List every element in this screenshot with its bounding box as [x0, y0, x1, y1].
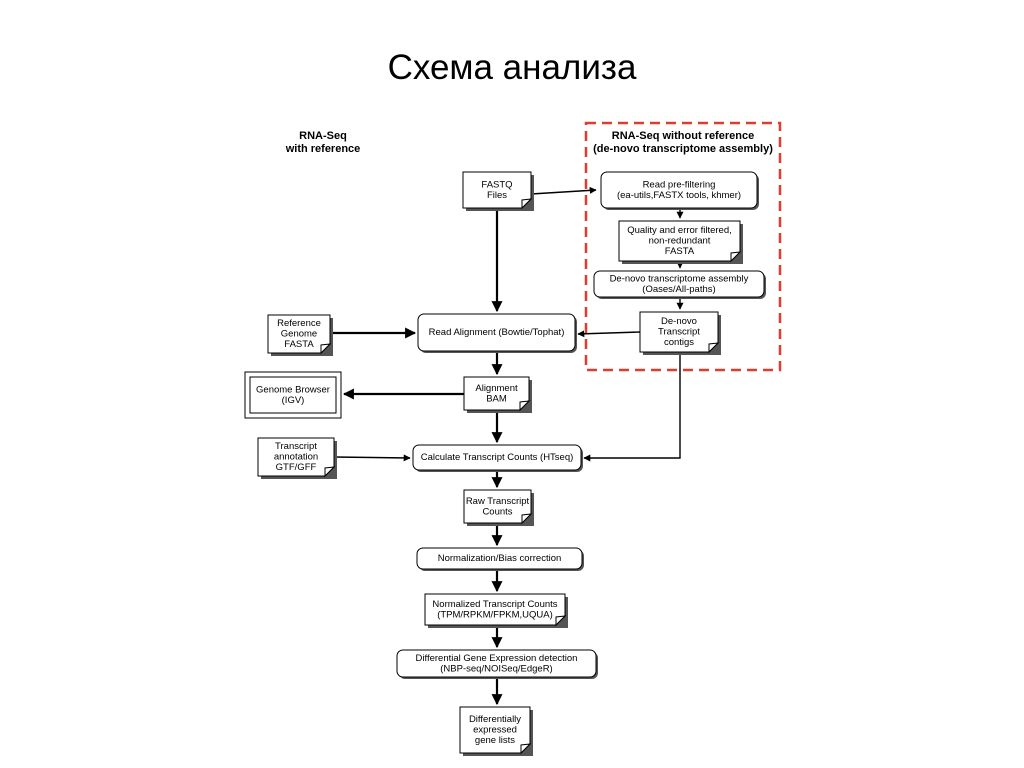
- node-label-line: (ea-utils,FASTX tools, khmer): [617, 190, 741, 201]
- node-label-line: Transcript: [275, 441, 317, 452]
- normalization-node: Normalization/Bias correction: [416, 547, 584, 571]
- flow-arrow: [530, 186, 597, 195]
- node-label-line: Counts: [482, 506, 512, 517]
- node-label-line: Genome Browser: [256, 384, 330, 395]
- node-label-line: De-novo transcriptome assembly: [610, 273, 749, 284]
- node-label-line: (NBP-seq/NOISeq/EdgeR): [440, 663, 552, 674]
- node-label-line: GTF/GFF: [276, 462, 317, 473]
- calculate-counts-node: Calculate Transcript Counts (HTseq): [412, 444, 583, 472]
- process-shape: [600, 171, 758, 209]
- node-label-line: BAM: [486, 393, 507, 404]
- page-fold: [519, 400, 531, 412]
- page-fold: [708, 342, 720, 354]
- page-fold: [324, 466, 336, 478]
- page-fold: [320, 343, 332, 355]
- node-label-line: expressed: [473, 725, 517, 736]
- genome-browser-node: Genome Browser(IGV): [244, 371, 342, 419]
- normalized-counts-node: Normalized Transcript Counts(TPM/RPKM/FP…: [424, 593, 568, 628]
- denovo-assembly-node: De-novo transcriptome assembly(Oases/All…: [593, 270, 766, 299]
- node-label-line: FASTA: [284, 339, 314, 350]
- node-label-line: gene lists: [475, 735, 515, 746]
- node-label-line: (Oases/All-paths): [642, 284, 715, 295]
- node-label-line: Quality and error filtered,: [627, 225, 732, 236]
- node-label-line: Read pre-filtering: [643, 179, 716, 190]
- process-shape: [396, 649, 597, 678]
- node-label-line: Genome: [281, 329, 317, 340]
- page-fold: [730, 251, 742, 263]
- without-reference-region: [584, 121, 782, 372]
- quality-filtered-node: Quality and error filtered,non-redundant…: [618, 220, 743, 264]
- page-fold: [521, 198, 533, 210]
- node-label-line: Read Alignment (Bowtie/Tophat): [429, 327, 565, 338]
- flow-arrow: [577, 330, 641, 338]
- without-reference-label: RNA-Seq without reference: [612, 130, 754, 142]
- node-label-line: Differential Gene Expression detection: [416, 653, 578, 664]
- process-shape: [593, 270, 765, 298]
- node-label-line: Differentially: [469, 714, 521, 725]
- without-reference-label: (de-novo transcriptome assembly): [593, 143, 773, 155]
- process-shape: [417, 313, 576, 352]
- node-label-line: Transcript: [658, 327, 700, 338]
- node-label-line: Reference: [277, 318, 321, 329]
- node-label-line: FASTA: [665, 246, 695, 257]
- node-label-line: (TPM/RPKM/FPKM,UQUA): [437, 609, 553, 620]
- process-shape: [416, 547, 583, 570]
- node-label-line: Normalization/Bias correction: [438, 553, 562, 564]
- process-shape: [412, 444, 582, 471]
- node-label-line: annotation: [274, 452, 318, 463]
- flow-arrow: [333, 454, 411, 462]
- page-fold: [520, 743, 532, 755]
- node-label-line: Raw Transcript: [466, 496, 530, 507]
- node-label-line: De-novo: [661, 316, 697, 327]
- node-label-line: Files: [487, 190, 507, 201]
- node-label-line: Calculate Transcript Counts (HTseq): [421, 452, 574, 463]
- with-reference-label: RNA-Seq: [299, 130, 347, 142]
- node-label-line: Alignment: [475, 383, 518, 394]
- flow-arrow: [583, 355, 681, 462]
- differential-detection-node: Differential Gene Expression detection(N…: [396, 649, 598, 679]
- with-reference-label: with reference: [285, 143, 361, 155]
- node-label-line: Normalized Transcript Counts: [432, 599, 557, 610]
- page-fold: [521, 513, 533, 525]
- node-label-line: (IGV): [282, 395, 305, 406]
- read-alignment-node: Read Alignment (Bowtie/Tophat): [417, 313, 577, 353]
- node-label-line: non-redundant: [649, 236, 711, 247]
- slide-title: Схема анализа: [387, 48, 637, 87]
- read-prefiltering-node: Read pre-filtering(ea-utils,FASTX tools,…: [600, 171, 759, 210]
- node-label-line: contigs: [664, 337, 694, 348]
- inner-frame: [249, 376, 337, 414]
- page-fold: [555, 615, 567, 627]
- node-label-line: FASTQ: [481, 179, 512, 190]
